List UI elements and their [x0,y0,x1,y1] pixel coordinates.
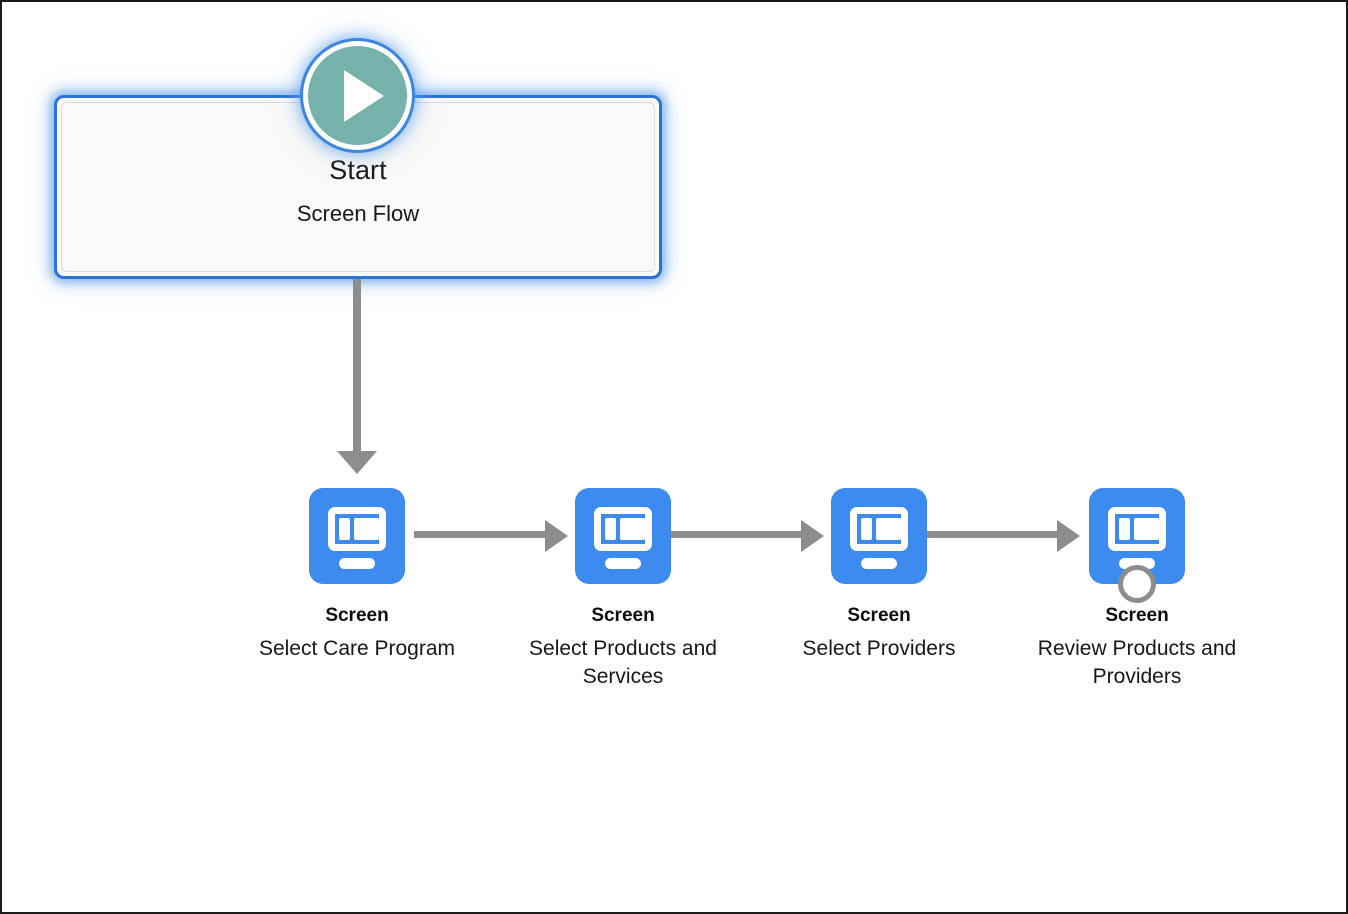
screen-node-review-products-and-providers[interactable]: Screen Review Products and Providers [1007,488,1267,691]
monitor-base [605,558,641,569]
monitor-panel-right [1134,518,1159,540]
monitor-panel-left [605,518,616,540]
screen-node-sublabel: Review Products and Providers [1037,636,1237,688]
monitor-base [861,558,897,569]
monitor-panel-left [339,518,350,540]
monitor-panel-right [620,518,645,540]
monitor-frame [594,507,652,551]
screen-icon[interactable] [309,488,405,584]
play-icon[interactable] [303,41,412,150]
monitor-panel-right [876,518,901,540]
screen-node-label: Screen [591,605,655,626]
screen-node-sublabel: Select Products and Services [529,636,717,688]
play-triangle [343,69,384,122]
connector-screen-3-to-4-arrowhead [1057,520,1080,552]
monitor-base [1119,558,1155,569]
start-node-title: Start [329,155,387,185]
screen-node-label: Screen [1105,605,1169,626]
connector-start-to-screen-1[interactable] [353,279,361,457]
monitor-panel-left [1119,518,1130,540]
connector-screen-2-to-3-arrowhead [801,520,824,552]
screen-node-sublabel: Select Providers [802,636,956,660]
screen-node-select-providers[interactable]: Screen Select Providers [749,488,1009,663]
screen-node-sublabel: Select Care Program [258,636,456,660]
start-node-text: Start Screen Flow [54,155,662,227]
connector-screen-3-to-4[interactable] [926,531,1059,538]
start-node-subtitle: Screen Flow [296,200,420,226]
screen-node-label: Screen [847,605,911,626]
screen-icon[interactable] [831,488,927,584]
screen-node-select-care-program[interactable]: Screen Select Care Program [227,488,487,663]
screen-node-select-products-and-services[interactable]: Screen Select Products and Services [493,488,753,691]
monitor-panel-left [861,518,872,540]
monitor-frame [1108,507,1166,551]
connector-screen-2-to-3[interactable] [670,531,803,538]
connector-screen-1-to-2[interactable] [414,531,547,538]
screen-icon[interactable] [575,488,671,584]
monitor-frame [850,507,908,551]
monitor-base [339,558,375,569]
monitor-frame [328,507,386,551]
screen-icon[interactable] [1089,488,1185,603]
connector-screen-1-to-2-arrowhead [545,520,568,552]
end-of-flow-icon[interactable] [1118,565,1156,603]
connector-start-to-screen-1-arrowhead [337,451,377,474]
monitor-panel-right [354,518,379,540]
screen-node-label: Screen [325,605,389,626]
